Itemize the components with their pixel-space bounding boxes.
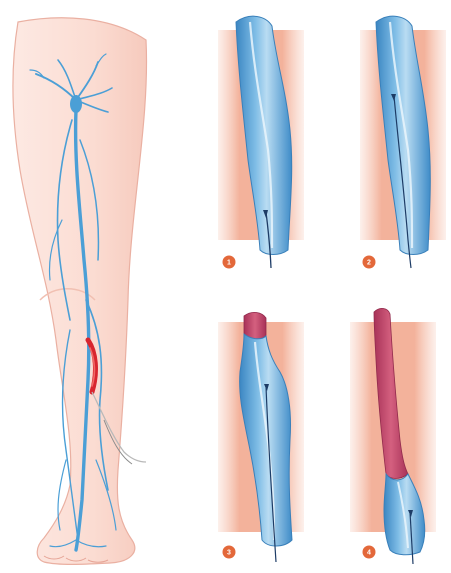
step-badge-3: 3 xyxy=(223,546,236,559)
step-number: 3 xyxy=(227,550,231,557)
step-badge-2: 2 xyxy=(363,256,376,269)
panel-step-4: 4 xyxy=(350,308,436,564)
step-badge-4: 4 xyxy=(363,546,376,559)
panel-step-2: 2 xyxy=(360,16,446,268)
leg-figure xyxy=(13,18,147,565)
ablated-vein-segment xyxy=(244,312,266,339)
panel-step-1: 1 xyxy=(218,16,304,268)
step-number: 2 xyxy=(367,260,371,267)
step-badge-1: 1 xyxy=(223,256,236,269)
step-number: 4 xyxy=(367,550,371,557)
panel-step-3: 3 xyxy=(218,312,304,562)
step-number: 1 xyxy=(227,260,231,267)
